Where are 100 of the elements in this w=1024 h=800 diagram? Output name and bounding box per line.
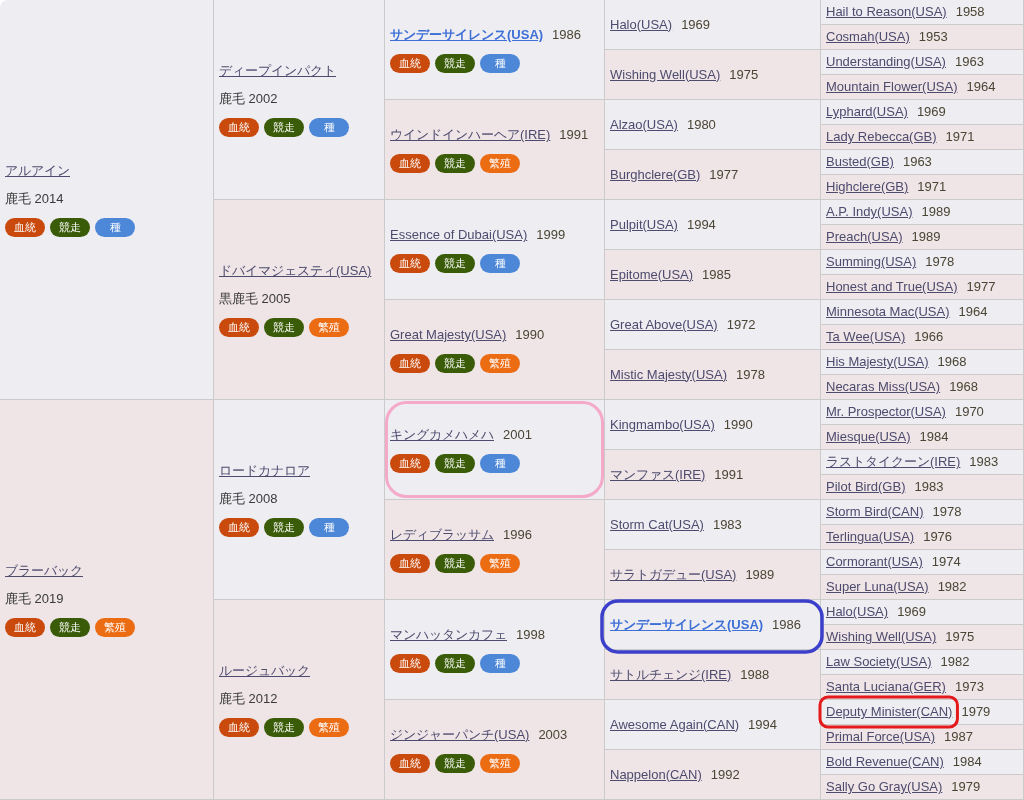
horse-name-link: Great Above(USA) [610,315,718,334]
category-tag: 血統 [219,118,259,137]
category-tag: 競走 [435,54,475,73]
category-tag: 競走 [50,618,90,637]
horse-name-link: Terlingua(USA) [826,528,915,546]
horse-name-link: Great Majesty(USA) [390,326,507,344]
pedigree-cell [821,675,1024,700]
category-tag: 種 [480,654,520,673]
category-tag: 繁殖 [480,354,520,373]
horse-name-link: Alzao(USA) [610,115,678,134]
birth-year: 1977 [709,165,739,184]
horse-name-link: Necaras Miss(USA) [826,378,941,396]
pedigree-cell [385,500,605,600]
horse-name-link: Deputy Minister(CAN) [826,703,953,721]
birth-year: 1969 [916,103,946,121]
birth-year: 1987 [944,728,973,746]
horse-name-link: Essence of Dubai(USA) [390,226,528,244]
category-tag: 血統 [390,154,430,173]
category-tag: 繁殖 [309,318,349,337]
horse-name-link: A.P. Indy(USA) [826,203,913,221]
pedigree-cell [821,75,1024,100]
pedigree-cell [821,175,1024,200]
category-tag: 種 [309,518,349,537]
coat-and-birth-year: 鹿毛 2012 [219,690,278,708]
birth-year: 1963 [954,53,984,71]
category-tag: 血統 [390,754,430,773]
coat-and-birth-year: 黒鹿毛 2005 [219,290,291,308]
horse-name-link: Honest and True(USA) [826,278,958,296]
pedigree-cell [821,575,1024,600]
horse-name-link: Preach(USA) [826,228,903,246]
category-tag: 競走 [264,318,304,337]
horse-name-link: Cosmah(USA) [826,28,910,46]
horse-name-link: サトルチェンジ(IRE) [610,665,732,684]
horse-name-link: Storm Bird(CAN) [826,503,924,521]
category-tag: 血統 [390,554,430,573]
pedigree-cell [821,600,1024,625]
pedigree-cell [214,0,385,200]
birth-year: 1990 [515,326,545,344]
birth-year: 1990 [723,415,753,434]
birth-year: 1998 [516,626,545,644]
category-tag: 血統 [390,54,430,73]
horse-name-link: ウインドインハーヘア(IRE) [390,126,551,144]
horse-name-link: Mistic Majesty(USA) [610,365,727,384]
horse-name-link: Bold Revenue(CAN) [826,753,944,771]
birth-year: 1978 [932,503,962,521]
pedigree-cell [0,400,214,800]
birth-year: 1972 [726,315,756,334]
pedigree-cell [821,225,1024,250]
pedigree-cell [821,350,1024,375]
pedigree-cell [821,25,1024,50]
category-tag: 繁殖 [480,154,520,173]
horse-name-link: Law Society(USA) [826,653,932,671]
horse-name-link: Sally Go Gray(USA) [826,778,943,796]
category-tag: 血統 [219,718,259,737]
category-tag: 競走 [435,354,475,373]
horse-name-link: Summing(USA) [826,253,917,271]
pedigree-cell [821,250,1024,275]
birth-year: 1968 [949,378,979,396]
pedigree-cell [214,400,385,600]
pedigree-cell [821,525,1024,550]
category-tag: 繁殖 [480,554,520,573]
birth-year: 1971 [945,128,975,146]
category-tag: 競走 [435,154,475,173]
pedigree-cell [0,0,214,400]
birth-year: 1958 [955,3,985,21]
birth-year: 1982 [940,653,970,671]
birth-year: 1963 [902,153,932,171]
horse-name-link: Halo(USA) [826,603,889,621]
horse-name-link: Pilot Bird(GB) [826,478,906,496]
pedigree-cell [821,150,1024,175]
category-tag: 競走 [435,754,475,773]
coat-and-birth-year: 鹿毛 2008 [219,490,278,508]
horse-name-link: マンファス(IRE) [610,465,706,484]
birth-year: 1992 [710,765,740,784]
pedigree-cell [821,200,1024,225]
pedigree-cell [821,750,1024,775]
birth-year: 1996 [503,526,532,544]
birth-year: 1982 [937,578,967,596]
category-tag: 血統 [5,218,45,237]
horse-name-link: His Majesty(USA) [826,353,929,371]
horse-name-link: Kingmambo(USA) [610,415,715,434]
category-tag: 血統 [390,454,430,473]
pedigree-cell [821,375,1024,400]
birth-year: 1988 [740,665,770,684]
birth-year: 2003 [538,726,568,744]
category-tag: 競走 [264,718,304,737]
horse-name-link: ロードカナロア [219,462,310,480]
pedigree-cell [605,500,821,550]
pedigree-cell [821,500,1024,525]
horse-name-link: ドバイマジェスティ(USA) [219,262,372,280]
horse-name-link: サラトガデュー(USA) [610,565,737,584]
horse-name-link: Highclere(GB) [826,178,909,196]
horse-name-link: ルージュバック [219,662,310,680]
pedigree-cell [605,650,821,700]
birth-year: 1994 [748,715,777,734]
horse-name-link: Halo(USA) [610,15,673,34]
pedigree-cell [821,325,1024,350]
birth-year: 1970 [954,403,984,421]
pedigree-cell [385,100,605,200]
horse-name-link: サンデーサイレンス(USA) [610,615,764,634]
